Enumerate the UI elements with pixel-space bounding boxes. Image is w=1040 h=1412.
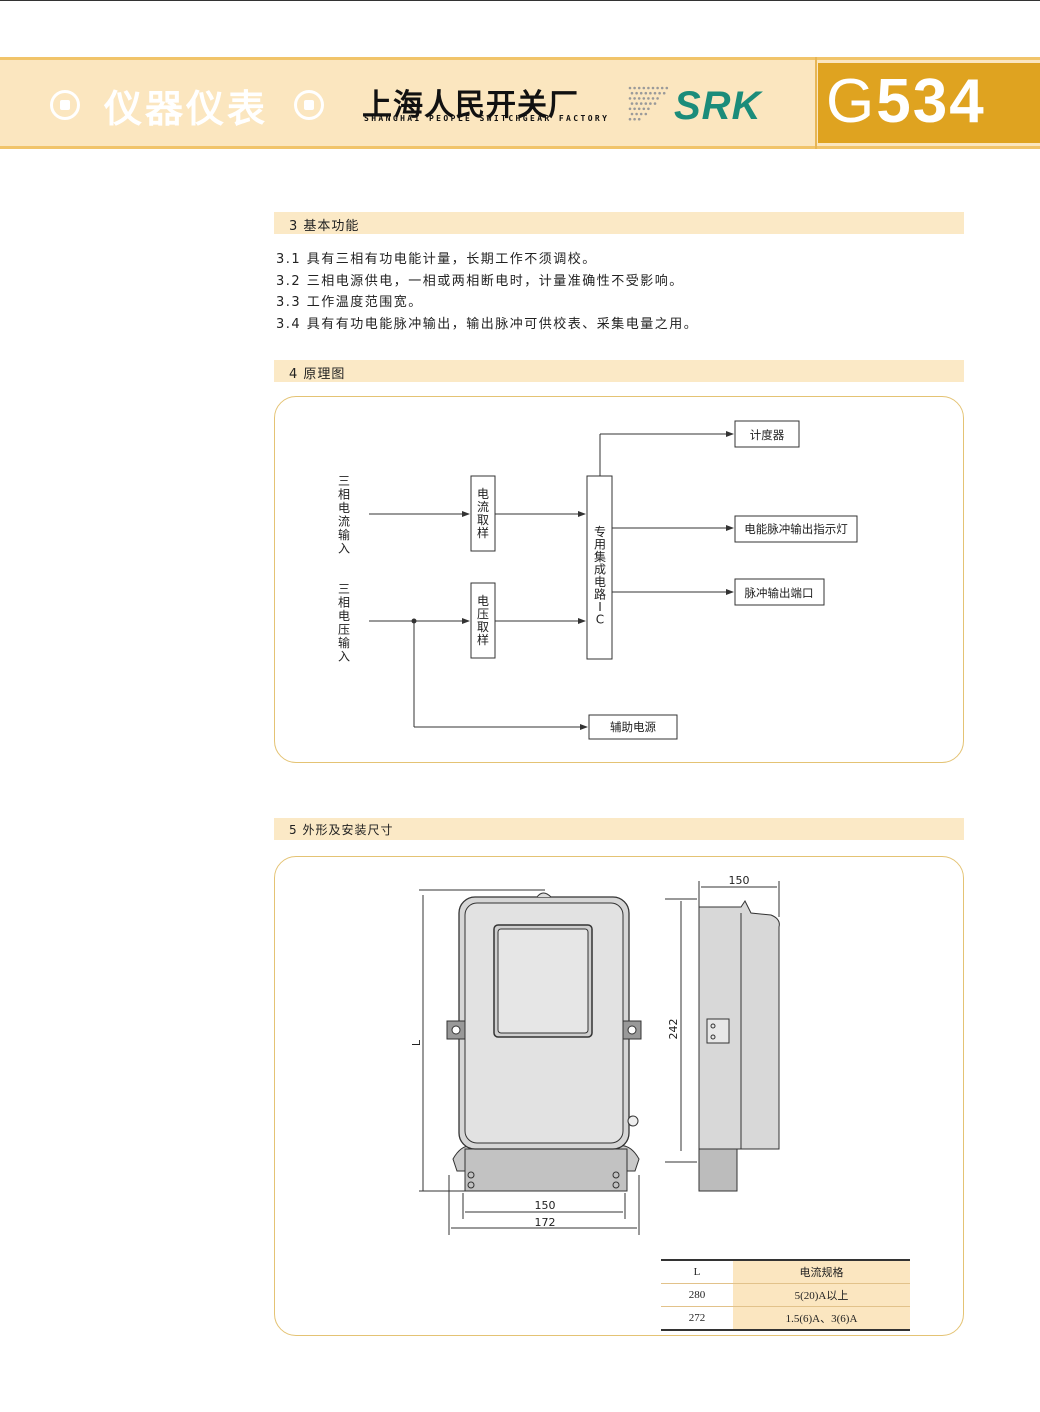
- model-number: G534: [826, 66, 986, 137]
- dimension-frame: 150 242 L 150 172: [274, 856, 964, 1336]
- table-cell: 5(20)A以上: [733, 1283, 910, 1307]
- table-cell: 272: [661, 1306, 733, 1331]
- table-row: 280 5(20)A以上: [661, 1283, 910, 1307]
- section-5-title: 5 外形及安装尺寸: [289, 823, 394, 837]
- meter-drawing: 150 242 L 150 172: [410, 874, 780, 1235]
- section-4-bar: [274, 360, 964, 382]
- table-row: L 电流规格: [661, 1259, 910, 1284]
- bullet-circle-icon: [50, 90, 80, 120]
- dim-side-height: 242: [667, 1019, 680, 1040]
- section-3-item: 3.1 具有三相有功电能计量，长期工作不须调校。: [276, 252, 597, 267]
- header-rule-top: [0, 57, 1040, 60]
- spec-table: L 电流规格 280 5(20)A以上 272 1.5(6)A、3(6)A: [661, 1259, 910, 1331]
- table-row: 272 1.5(6)A、3(6)A: [661, 1306, 910, 1331]
- table-cell: 280: [661, 1283, 733, 1307]
- label-voltage-sampling: 电压取样: [477, 594, 489, 647]
- company-name-cn: 上海人民开关厂: [362, 88, 579, 123]
- label-pulse-led: 电能脉冲输出指示灯: [744, 522, 848, 536]
- section-3-item: 3.3 工作温度范围宽。: [276, 295, 423, 310]
- model-letter: G: [826, 67, 877, 136]
- table-cell: 1.5(6)A、3(6)A: [733, 1306, 910, 1331]
- model-digits: 534: [876, 67, 986, 136]
- company-name-en: SHANGHAI PEOPLE SWITCHGEAR FACTORY: [364, 114, 610, 123]
- model-divider: [815, 57, 817, 149]
- model-box: [818, 63, 1040, 143]
- label-pulse-port: 脉冲输出端口: [745, 586, 814, 600]
- dot-pattern-icon: [628, 86, 669, 121]
- section-3-title: 3 基本功能: [289, 219, 360, 234]
- dim-top-width: 150: [729, 874, 750, 887]
- table-header-cell: L: [661, 1259, 733, 1284]
- label-aux-power: 辅助电源: [610, 720, 656, 734]
- top-rule: [0, 0, 1040, 1]
- brand-logo: SRK: [674, 84, 762, 128]
- label-current-input: 三相电流输入: [338, 474, 350, 556]
- section-5-bar: [274, 818, 964, 840]
- junction-dot: [411, 618, 417, 624]
- table-header-cell: 电流规格: [733, 1259, 910, 1284]
- dim-bottom-inner: 150: [535, 1199, 556, 1212]
- bullet-circle-icon: [294, 90, 324, 120]
- header-rule-bottom: [0, 146, 1040, 149]
- dim-length: L: [410, 1039, 423, 1046]
- dim-bottom-outer: 172: [535, 1216, 556, 1229]
- section-3-item: 3.4 具有有功电能脉冲输出，输出脉冲可供校表、采集电量之用。: [276, 317, 699, 332]
- label-voltage-input: 三相电压输入: [338, 582, 350, 664]
- label-counter: 计度器: [750, 428, 785, 442]
- section-3-bar: [274, 212, 964, 234]
- section-4-title: 4 原理图: [289, 367, 346, 382]
- section-3-item: 3.2 三相电源供电，一相或两相断电时，计量准确性不受影响。: [276, 274, 684, 289]
- label-current-sampling: 电流取样: [477, 487, 489, 540]
- category-label: 仪器仪表: [104, 87, 269, 131]
